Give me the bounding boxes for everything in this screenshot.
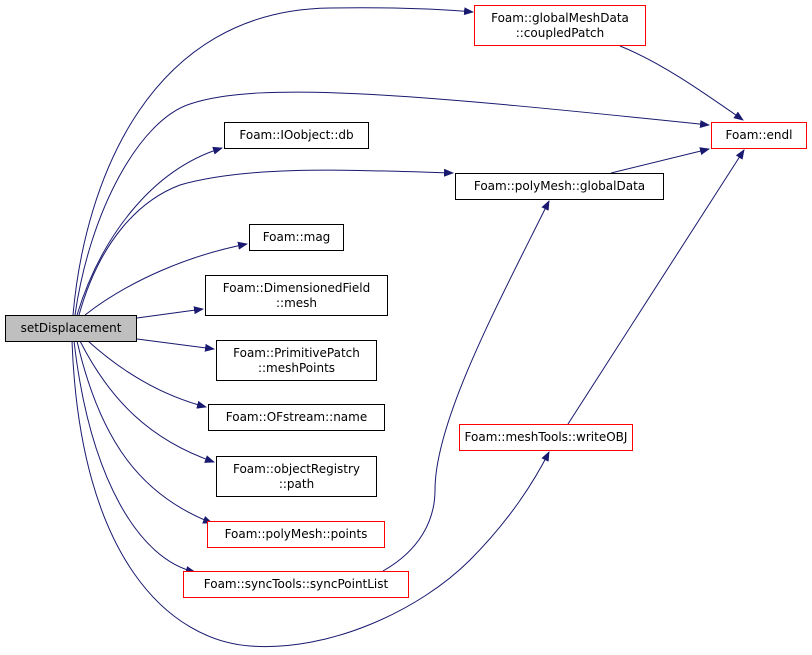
edge-root-points: [76, 340, 213, 524]
node-label-line2: ::meshPoints: [257, 360, 336, 375]
edge-root-writeOBJ: [71, 340, 550, 648]
node-label-line2: ::coupledPatch: [515, 25, 605, 40]
node-ofName[interactable]: Foam::OFstream::name: [208, 404, 385, 431]
edge-root-globalData: [78, 168, 454, 316]
node-endl[interactable]: Foam::endl: [711, 122, 807, 149]
edge-root-coupledPatch: [72, 7, 474, 316]
edge-root-mag: [84, 241, 248, 316]
node-label: setDisplacement: [20, 321, 122, 335]
node-writeOBJ[interactable]: Foam::meshTools::writeOBJ: [459, 424, 633, 451]
edge-root-orPath: [79, 340, 215, 463]
node-syncPointList[interactable]: Foam::syncTools::syncPointList: [183, 571, 409, 598]
node-mag[interactable]: Foam::mag: [249, 224, 344, 251]
node-label: Foam::polyMesh::globalData: [473, 179, 646, 193]
node-label-line1: Foam::DimensionedField: [222, 280, 371, 295]
edge-writeOBJ-endl: [567, 149, 745, 425]
node-dfMesh[interactable]: Foam::DimensionedField::mesh: [205, 275, 388, 316]
node-label: Foam::mag: [262, 230, 331, 244]
node-label: Foam::syncTools::syncPointList: [203, 577, 389, 591]
node-label: Foam::endl: [725, 128, 793, 142]
node-setDisplacement[interactable]: setDisplacement: [5, 315, 137, 342]
edge-coupledPatch-endl: [619, 45, 744, 121]
edge-root-meshPoints: [136, 338, 215, 352]
node-coupledPatch[interactable]: Foam::globalMeshData::coupledPatch: [474, 5, 646, 46]
node-label: Foam::polyMesh::points: [224, 527, 368, 541]
node-label-line2: ::mesh: [275, 295, 317, 310]
edge-root-ofName: [87, 340, 207, 409]
edge-globalData-endl: [610, 147, 710, 174]
node-globalData[interactable]: Foam::polyMesh::globalData: [455, 173, 664, 200]
edge-syncPointList-globalData: [382, 200, 550, 572]
node-label: Foam::IOobject::db: [239, 128, 354, 142]
node-meshPoints[interactable]: Foam::PrimitivePatch::meshPoints: [216, 340, 377, 381]
edge-root-syncPointList: [73, 340, 196, 574]
edge-root-db: [76, 146, 223, 316]
node-label: Foam::OFstream::name: [225, 410, 368, 424]
node-db[interactable]: Foam::IOobject::db: [224, 122, 369, 149]
node-label-line1: Foam::globalMeshData: [491, 10, 629, 25]
node-orPath[interactable]: Foam::objectRegistry::path: [216, 456, 377, 497]
node-label-line2: ::path: [278, 476, 315, 491]
node-label: Foam::meshTools::writeOBJ: [464, 430, 628, 444]
node-label-line1: Foam::objectRegistry: [232, 461, 361, 476]
edge-root-endl: [74, 91, 710, 316]
edge-root-dfMesh: [136, 306, 204, 319]
node-label-line1: Foam::PrimitivePatch: [233, 345, 360, 360]
node-points[interactable]: Foam::polyMesh::points: [207, 521, 385, 548]
